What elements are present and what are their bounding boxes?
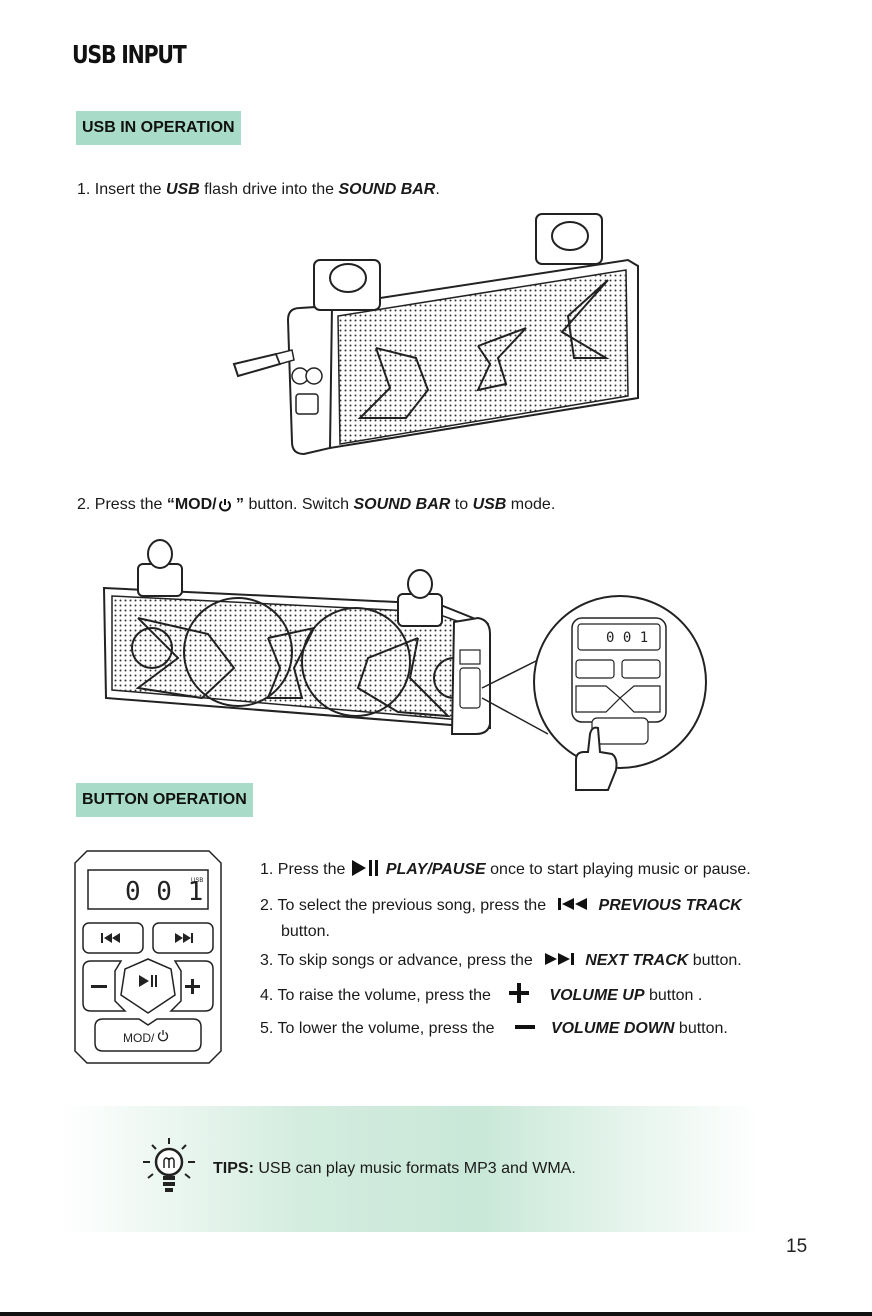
operation-text: 4. To raise the volume, press the (260, 987, 496, 1004)
operation-text: 3. To skip songs or advance, press the (260, 952, 538, 969)
section-label-button-operation: BUTTON OPERATION (76, 783, 253, 817)
soundbar-front-illustration: 0 0 1 (102, 539, 707, 791)
page-number: 15 (786, 1236, 808, 1257)
tips-text: TIPS: USB can play music formats MP3 and… (213, 1160, 576, 1178)
operation-text: button. (688, 952, 742, 969)
operation-text: 2. To select the previous song, press th… (260, 897, 551, 914)
operation-text: button . (644, 987, 703, 1004)
next-track-icon (545, 953, 575, 966)
bottom-rule (0, 1312, 872, 1316)
step-emphasis: USB (472, 496, 507, 513)
soundbar-usb-illustration (232, 213, 639, 456)
usb-indicator: USB (191, 878, 203, 884)
operation-name: VOLUME DOWN (550, 1020, 675, 1037)
next-track-icon (175, 933, 193, 943)
step-text: to (450, 496, 473, 513)
operation-item-next-track: 3. To skip songs or advance, press the N… (260, 953, 742, 969)
usb-step-1: 1. Insert the USB flash drive into the S… (77, 181, 440, 199)
power-icon (218, 498, 231, 512)
display-readout: 0 0 1 (125, 877, 203, 907)
section-label-usb-operation: USB IN OPERATION (76, 111, 241, 145)
step-text: 1. Insert the (77, 181, 166, 198)
usb-step-2: 2. Press the “MOD/ ” button. Switch SOUN… (77, 496, 555, 514)
operation-item-play-pause: 1. Press the PLAY/PAUSE once to start pl… (260, 859, 751, 878)
operation-text: 1. Press the (260, 861, 350, 878)
mod-button-label: “MOD/ (166, 496, 217, 513)
mod-button-label: MOD/ (123, 1031, 155, 1045)
step-text: button. Switch (244, 496, 354, 513)
operation-text: button. (674, 1020, 728, 1037)
tips-label: TIPS: (213, 1160, 254, 1177)
step-text: 2. Press the (77, 496, 167, 513)
operation-name: PREVIOUS TRACK (598, 897, 742, 914)
step-text: flash drive into the (199, 181, 339, 198)
power-icon (157, 1030, 169, 1042)
control-panel-diagram: 0 0 1 USB MOD/ (74, 850, 222, 1064)
play-pause-icon (351, 859, 378, 876)
plus-icon (509, 983, 530, 1004)
minus-icon (91, 985, 107, 988)
operation-item-volume-up: 4. To raise the volume, press the VOLUME… (260, 983, 703, 1004)
operation-item-volume-down: 5. To lower the volume, press the VOLUME… (260, 1021, 728, 1037)
page-title: USB INPUT (72, 40, 187, 69)
operation-name: VOLUME UP (549, 987, 645, 1004)
step-emphasis: SOUND BAR (353, 496, 451, 513)
mod-button-label: ” (231, 496, 245, 513)
operation-name: NEXT TRACK (585, 952, 689, 969)
operation-text: button. (281, 923, 330, 940)
previous-track-icon (101, 933, 120, 943)
previous-track-icon (557, 898, 587, 911)
step-text: . (435, 181, 440, 198)
step-emphasis: SOUND BAR (338, 181, 436, 198)
play-pause-icon (139, 975, 157, 987)
tips-body: USB can play music formats MP3 and WMA. (253, 1160, 576, 1177)
operation-name: PLAY/PAUSE (385, 861, 486, 878)
step-emphasis: USB (165, 181, 200, 198)
operation-text: once to start playing music or pause. (485, 861, 751, 878)
operation-text: 5. To lower the volume, press the (260, 1020, 499, 1037)
operation-item-previous-track-cont: button. (281, 924, 330, 940)
lightbulb-icon (143, 1138, 195, 1192)
plus-icon (185, 979, 200, 994)
zoom-display-readout: 0 0 1 (606, 630, 648, 646)
step-text: mode. (506, 496, 556, 513)
minus-icon (514, 1025, 535, 1030)
operation-item-previous-track: 2. To select the previous song, press th… (260, 898, 742, 914)
